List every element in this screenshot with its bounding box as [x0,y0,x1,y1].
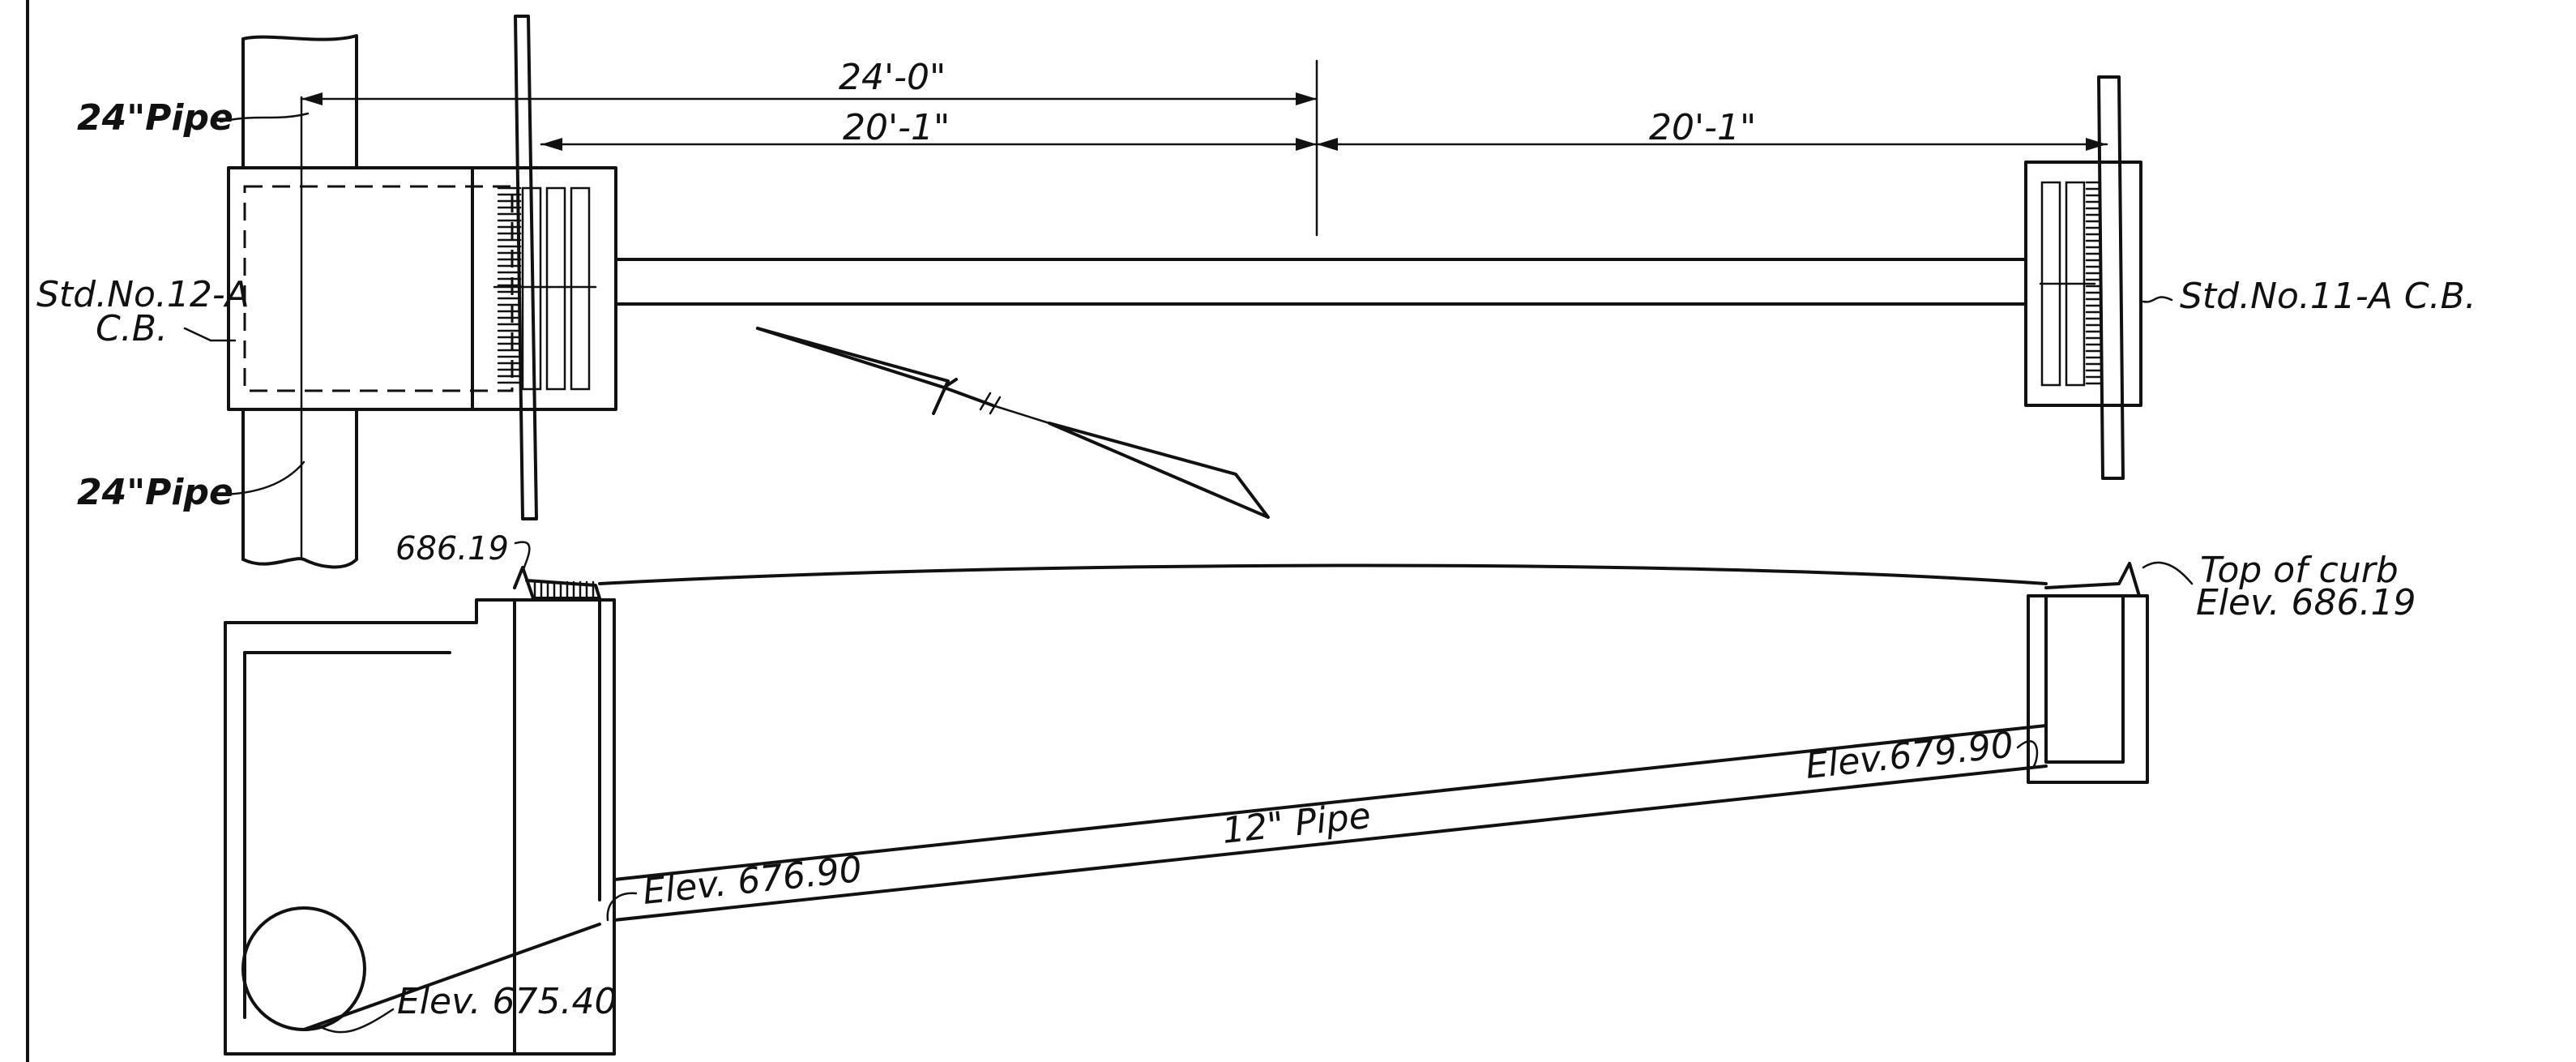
top-of-curb-label-2: Elev. 686.19 [2196,582,2416,623]
dim-right-label: 20'-1" [1649,107,1756,148]
dim-overall-label: 24'-0" [839,57,946,98]
elev-676-label: Elev. 676.90 [641,849,864,913]
leader-left-basin [183,327,237,342]
top-of-curb-label-1: Top of curb [2200,550,2399,591]
pipe-12in-label: 12" Pipe [1220,795,1373,852]
outlet-pipe-circle [241,906,366,1031]
leader-lower-pipe [216,460,305,496]
plan-connecting-pipe [614,258,2027,306]
dim-left-label: 20'-1" [843,107,950,148]
left-grate-hatch [497,186,522,384]
right-basin-label: Std.No.11-A C.B. [2180,276,2476,317]
right-catch-basin-plan [2024,75,2142,480]
plan-view [183,15,2173,569]
leader-right-basin [2142,296,2173,303]
lower-pipe-label: 24"Pipe [77,472,233,513]
leader-elev-679 [2016,740,2039,768]
elev-675-label: Elev. 675.40 [397,981,617,1022]
leader-686 [514,541,531,573]
leader-elev-675 [316,1008,395,1034]
leader-upper-pipe [219,112,310,123]
left-basin-label-1: Std.No.12-A [36,274,250,315]
leader-elev-676 [606,892,638,922]
right-grate-hatch [2085,181,2102,385]
right-structure-section [2027,562,2149,784]
dimension-lines [300,59,2108,237]
section-view [224,541,2194,1056]
top-of-curb-line [598,563,2048,585]
left-catch-basin-plan [227,15,617,520]
north-arrow-icon [756,327,1270,519]
leader-top-of-curb [2142,561,2194,585]
elev-679-label: Elev.679.90 [1804,724,2015,787]
top-left-elev-label: 686.19 [395,530,509,567]
left-top-grate-hatch [533,580,595,598]
profile-pipe-12in [613,724,2048,922]
left-basin-label-2: C.B. [96,308,168,349]
upper-pipe-label: 24"Pipe [77,97,233,139]
vertical-pipe-24in [241,34,358,569]
left-grate [493,186,597,391]
